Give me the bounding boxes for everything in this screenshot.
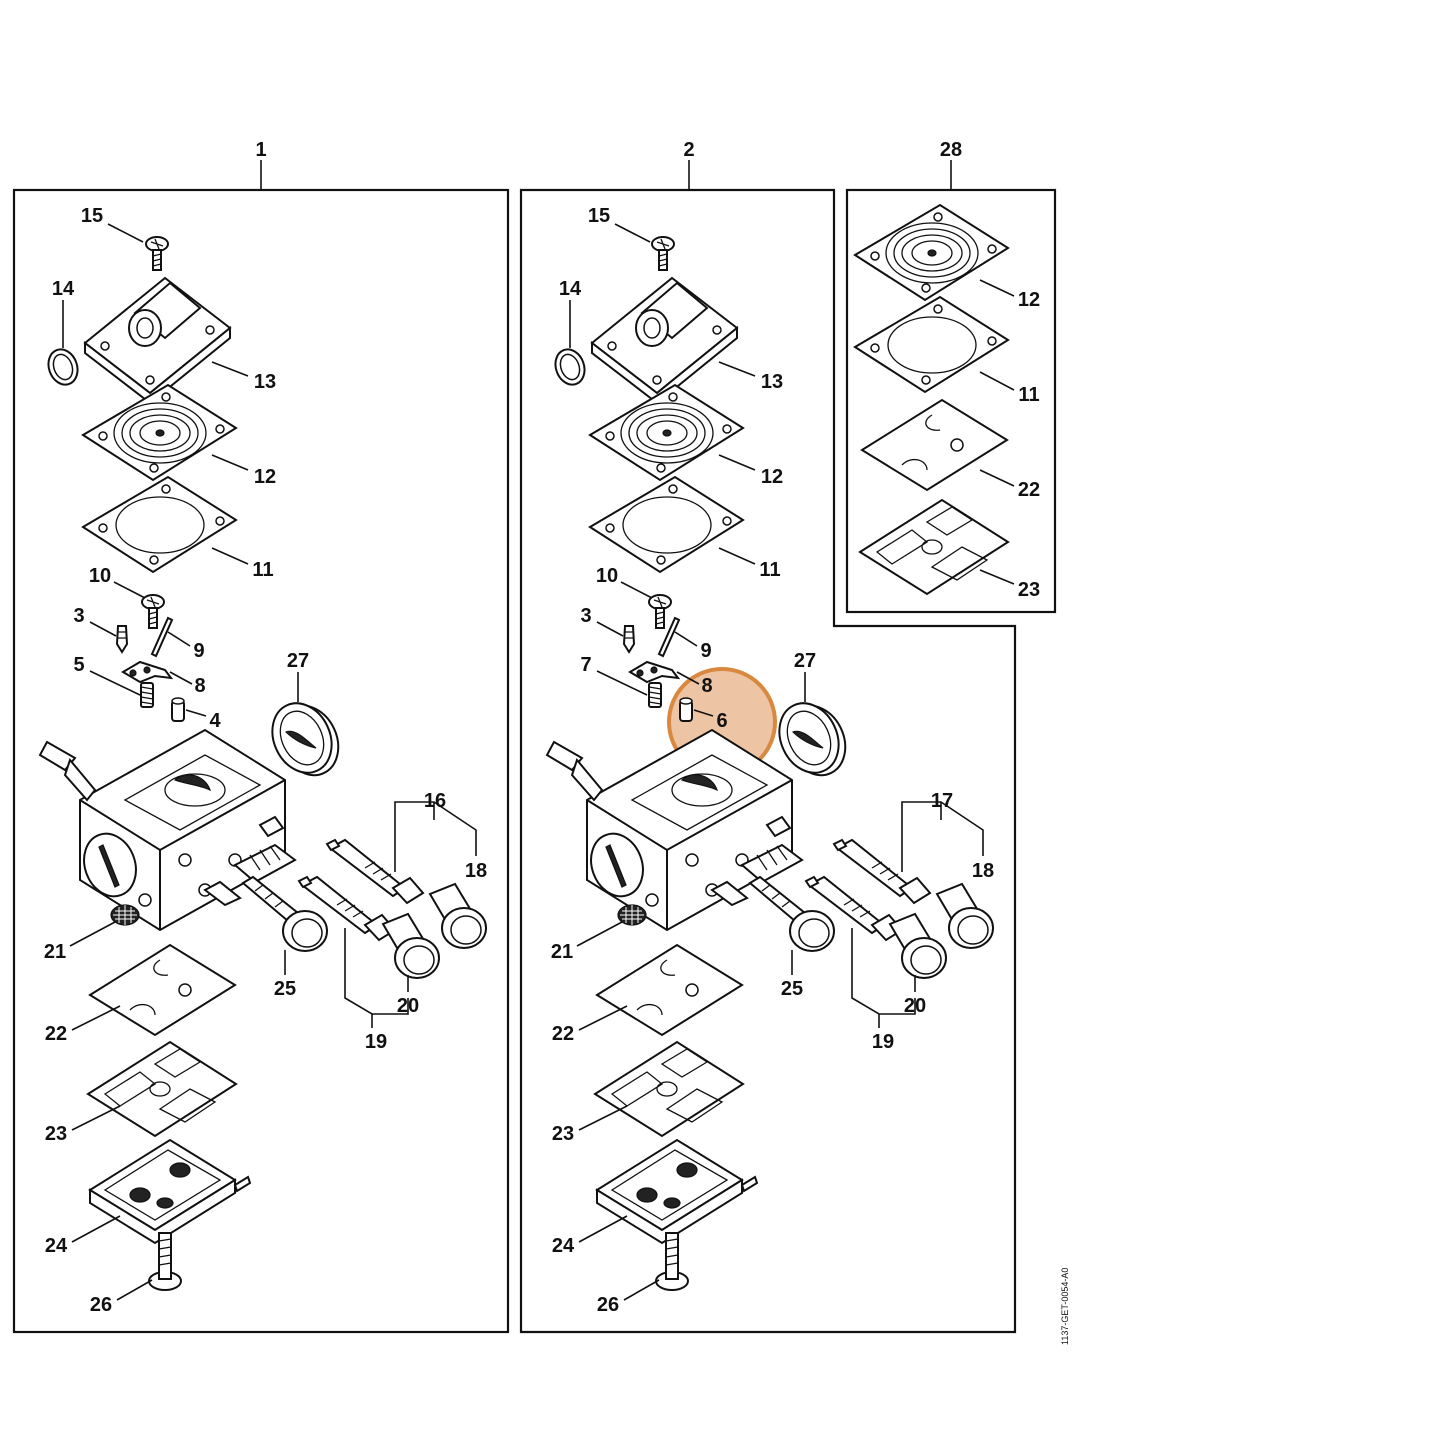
callout-26: 26	[597, 1294, 619, 1316]
callout-12: 12	[761, 466, 783, 488]
assembly-2-frame	[519, 188, 1017, 1334]
callout-26: 26	[90, 1294, 112, 1316]
callout-27: 27	[794, 650, 816, 672]
callout-27: 27	[287, 650, 309, 672]
callout-12: 12	[254, 466, 276, 488]
callout-7: 7	[580, 654, 591, 676]
assembly-28-callouts: 12 11 22 23	[1018, 289, 1040, 601]
assembly-1-callouts: 15 14 13 12 11 10 3 9 5 8 4 27 16 18 21 …	[44, 205, 487, 1316]
callout-5: 5	[73, 654, 84, 676]
callout-4: 4	[209, 710, 221, 732]
callout-13: 13	[254, 371, 276, 393]
callout-11: 11	[1018, 384, 1039, 406]
callout-10: 10	[89, 565, 111, 587]
callout-13: 13	[761, 371, 783, 393]
callout-20: 20	[397, 995, 419, 1017]
callout-24: 24	[45, 1235, 68, 1257]
assembly-1-parts	[39, 236, 487, 1291]
assembly-label-1: 1	[255, 139, 266, 161]
callout-19: 19	[365, 1031, 387, 1053]
callout-11: 11	[252, 559, 273, 581]
callout-14: 14	[52, 278, 75, 300]
callout-3: 3	[580, 605, 591, 627]
callout-18: 18	[465, 860, 487, 882]
callout-8: 8	[194, 675, 205, 697]
callout-9: 9	[700, 640, 711, 662]
callout-23: 23	[1018, 579, 1040, 601]
drawing-code: 1137-GET-0054-A0	[1060, 1268, 1070, 1345]
callout-18: 18	[972, 860, 994, 882]
callout-25: 25	[781, 978, 803, 1000]
assembly-1-leaders	[62, 223, 477, 1301]
callout-15: 15	[588, 205, 610, 227]
callout-12: 12	[1018, 289, 1040, 311]
callout-11: 11	[759, 559, 780, 581]
callout-17: 17	[931, 790, 953, 812]
callout-24: 24	[552, 1235, 575, 1257]
assembly-2-leaders	[569, 223, 984, 1301]
callout-25: 25	[274, 978, 296, 1000]
callout-9: 9	[193, 640, 204, 662]
assembly-28-leaders	[979, 279, 1015, 585]
callout-23: 23	[552, 1123, 574, 1145]
callout-3: 3	[73, 605, 84, 627]
assembly-2-parts	[546, 236, 994, 1291]
callout-10: 10	[596, 565, 618, 587]
callout-21: 21	[44, 941, 66, 963]
assembly-2-callouts: 15 14 13 12 11 10 3 9 7 8 6 27 17 18 21 …	[551, 205, 994, 1316]
callout-15: 15	[81, 205, 103, 227]
callout-19: 19	[872, 1031, 894, 1053]
callout-20: 20	[904, 995, 926, 1017]
callout-22: 22	[1018, 479, 1040, 501]
assembly-28-parts	[854, 204, 1009, 595]
callout-8: 8	[701, 675, 712, 697]
callout-22: 22	[552, 1023, 574, 1045]
callout-6: 6	[716, 710, 727, 732]
assembly-label-2: 2	[683, 139, 694, 161]
callout-21: 21	[551, 941, 573, 963]
callout-14: 14	[559, 278, 582, 300]
callout-16: 16	[424, 790, 446, 812]
assembly-1-frame	[12, 188, 510, 1334]
callout-23: 23	[45, 1123, 67, 1145]
assembly-label-28: 28	[940, 139, 962, 161]
callout-22: 22	[45, 1023, 67, 1045]
